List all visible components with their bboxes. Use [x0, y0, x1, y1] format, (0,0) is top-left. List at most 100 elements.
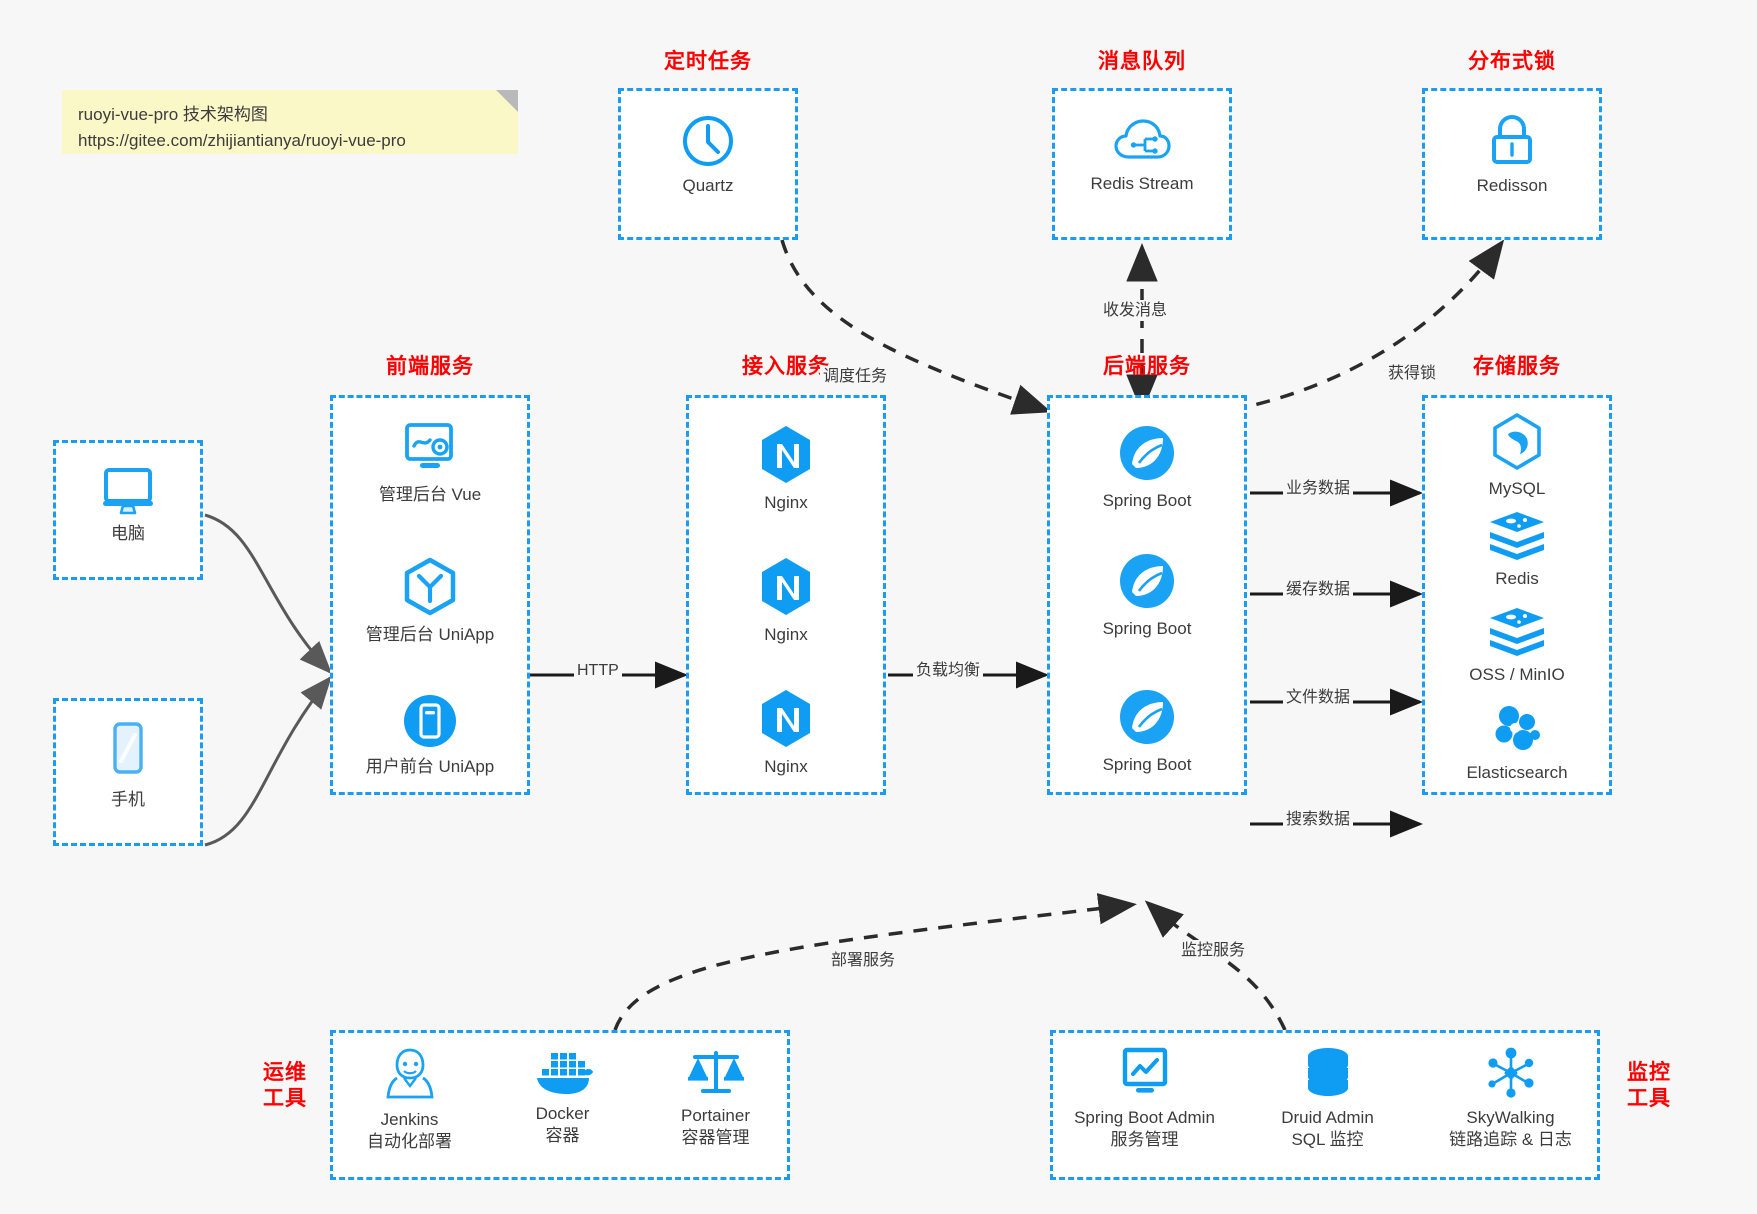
group-title-backend: 后端服务 [1103, 355, 1191, 378]
spring-leaf-icon [1050, 550, 1244, 612]
node-quartz[interactable]: Quartz [621, 113, 795, 197]
hexagon-y-icon [333, 556, 527, 618]
node-label: MySQL [1488, 479, 1546, 498]
edge-label-schedule-to-backend: 调度任务 [820, 366, 891, 388]
node-spring-boot-3[interactable]: Spring Boot [1050, 686, 1244, 776]
group-box-monitor: Spring Boot Admin 服务管理 Druid Admin SQL 监… [1050, 1030, 1600, 1180]
redis-stack-icon [1425, 510, 1609, 562]
group-title-mq: 消息队列 [1098, 50, 1186, 73]
node-jenkins[interactable]: Jenkins 自动化部署 [333, 1045, 486, 1154]
edge-label-http: HTTP [574, 660, 622, 682]
node-label: 管理后台 Vue [378, 485, 482, 504]
edge-label-mq-backend: 收发消息 [1100, 300, 1171, 322]
node-label: Jenkins [380, 1110, 439, 1129]
group-title-devops: 运维 工具 [250, 1060, 320, 1113]
node-spring-boot-1[interactable]: Spring Boot [1050, 422, 1244, 512]
node-nginx-3[interactable]: Nginx [689, 688, 883, 778]
group-title-frontend: 前端服务 [386, 355, 474, 378]
node-label: Elasticsearch [1466, 763, 1568, 782]
node-spring-boot-admin[interactable]: Spring Boot Admin 服务管理 [1053, 1045, 1236, 1152]
group-box-gateway: Nginx Nginx Nginx [686, 395, 886, 795]
node-druid-admin[interactable]: Druid Admin SQL 监控 [1236, 1045, 1419, 1152]
jenkins-butler-icon [333, 1045, 486, 1103]
node-sublabel: 服务管理 [1110, 1130, 1179, 1150]
node-label: SkyWalking [1466, 1108, 1555, 1127]
node-label: Portainer [681, 1106, 750, 1125]
node-label: Docker [535, 1104, 590, 1123]
mobile-icon [56, 721, 200, 783]
edge-label-search-data: 搜索数据 [1283, 809, 1354, 831]
group-box-devops: Jenkins 自动化部署 [330, 1030, 790, 1180]
scales-icon [639, 1045, 792, 1099]
nginx-icon [689, 688, 883, 750]
desktop-icon [56, 465, 200, 517]
node-mysql[interactable]: MySQL [1425, 412, 1609, 500]
node-label: 管理后台 UniApp [365, 625, 495, 644]
monitor-chart-icon [1053, 1045, 1236, 1101]
node-elasticsearch[interactable]: Elasticsearch [1425, 702, 1609, 784]
group-title-devops-line1: 运维 [263, 1061, 307, 1084]
node-label: Redisson [1476, 176, 1548, 195]
node-redisson[interactable]: Redisson [1425, 113, 1599, 197]
redis-stack-icon [1425, 606, 1609, 658]
node-nginx-1[interactable]: Nginx [689, 424, 883, 514]
group-box-frontend: 管理后台 Vue 管理后台 UniApp 用户前台 UniApp [330, 395, 530, 795]
group-box-client-mobile: 手机 [53, 698, 203, 846]
app-card-icon [333, 692, 527, 750]
group-box-client-desktop: 电脑 [53, 440, 203, 580]
nginx-icon [689, 556, 883, 618]
edge-label-file-data: 文件数据 [1283, 687, 1354, 709]
node-label: Spring Boot [1102, 491, 1192, 510]
group-box-backend: Spring Boot Spring Boot Spring Boot [1047, 395, 1247, 795]
node-label: Spring Boot [1102, 619, 1192, 638]
edge-label-deploy-service: 部署服务 [828, 950, 899, 972]
node-skywalking[interactable]: SkyWalking 链路追踪 & 日志 [1419, 1045, 1602, 1152]
node-oss-minio[interactable]: OSS / MinIO [1425, 606, 1609, 686]
spring-leaf-icon [1050, 686, 1244, 748]
group-title-lock: 分布式锁 [1468, 50, 1556, 73]
node-redis-stream[interactable]: Redis Stream [1055, 115, 1229, 195]
node-portainer[interactable]: Portainer 容器管理 [639, 1045, 792, 1150]
node-admin-vue[interactable]: 管理后台 Vue [333, 420, 527, 506]
node-label: Quartz [682, 176, 734, 195]
node-redis[interactable]: Redis [1425, 510, 1609, 590]
node-nginx-2[interactable]: Nginx [689, 556, 883, 646]
node-sublabel: 容器 [545, 1126, 580, 1146]
spring-leaf-icon [1050, 422, 1244, 484]
clock-icon [621, 113, 795, 169]
node-sublabel: SQL 监控 [1291, 1130, 1364, 1150]
group-title-devops-line2: 工具 [263, 1087, 307, 1111]
node-label: Druid Admin [1281, 1108, 1374, 1127]
group-title-gateway: 接入服务 [742, 355, 830, 378]
node-docker[interactable]: Docker 容器 [486, 1045, 639, 1148]
node-mobile[interactable]: 手机 [56, 721, 200, 811]
group-title-schedule: 定时任务 [664, 50, 752, 73]
database-icon [1236, 1045, 1419, 1101]
elasticsearch-icon [1425, 702, 1609, 756]
node-label: Nginx [764, 625, 808, 644]
node-user-uniapp[interactable]: 用户前台 UniApp [333, 692, 527, 778]
group-box-mq: Redis Stream [1052, 88, 1232, 240]
docker-whale-icon [486, 1045, 639, 1097]
node-label: 用户前台 UniApp [365, 757, 495, 776]
group-title-storage: 存储服务 [1473, 355, 1561, 378]
edge-label-business-data: 业务数据 [1283, 478, 1354, 500]
node-admin-uniapp[interactable]: 管理后台 UniApp [333, 556, 527, 646]
group-title-monitor-line1: 监控 [1627, 1061, 1671, 1084]
node-label: Redis [1495, 569, 1539, 588]
group-box-lock: Redisson [1422, 88, 1602, 240]
note-line-1: ruoyi-vue-pro 技术架构图 [78, 105, 268, 124]
node-sublabel: 容器管理 [681, 1128, 750, 1148]
node-label: 手机 [111, 790, 145, 809]
cloud-stream-icon [1055, 115, 1229, 167]
edge-label-load-balance: 负载均衡 [913, 660, 984, 682]
node-spring-boot-2[interactable]: Spring Boot [1050, 550, 1244, 640]
edge-label-cache-data: 缓存数据 [1283, 579, 1354, 601]
node-desktop[interactable]: 电脑 [56, 465, 200, 545]
sticky-note: ruoyi-vue-pro 技术架构图 https://gitee.com/zh… [62, 90, 518, 154]
node-sublabel: 链路追踪 & 日志 [1449, 1130, 1572, 1150]
node-label: 电脑 [111, 524, 145, 543]
group-title-monitor-line2: 工具 [1627, 1087, 1671, 1111]
note-line-2: https://gitee.com/zhijiantianya/ruoyi-vu… [78, 131, 406, 151]
edge-label-backend-to-lock: 获得锁 [1385, 363, 1440, 385]
